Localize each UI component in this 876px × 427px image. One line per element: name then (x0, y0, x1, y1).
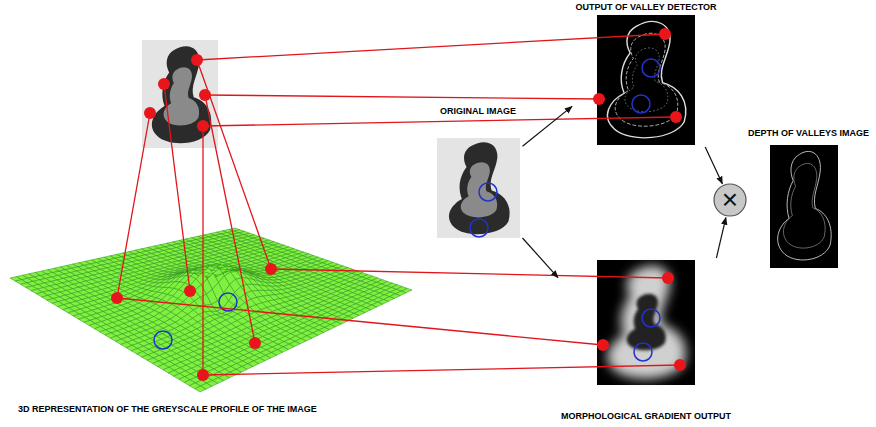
correspondence-line (203, 117, 676, 126)
red-dot (199, 89, 211, 101)
mesh-caption: 3D REPRESENTATION OF THE GREYSCALE PROFI… (18, 404, 317, 415)
red-dot (662, 272, 674, 284)
illustration-part (164, 67, 200, 125)
correspondence-lines (117, 34, 680, 375)
red-dot (674, 359, 686, 371)
gradient-glow (607, 266, 685, 379)
correspondence-line (205, 95, 255, 343)
correspondence-line (202, 126, 203, 375)
valley-contour (607, 22, 685, 138)
red-dot (184, 285, 196, 297)
marker-circle (479, 183, 497, 201)
marker-circle (154, 331, 172, 349)
mesh-cell (266, 283, 277, 287)
red-dot (158, 78, 170, 90)
mesh-cell (154, 280, 165, 284)
mesh-cell (158, 282, 169, 287)
red-dot (191, 54, 203, 66)
illustration-part (627, 294, 666, 350)
marker-circle (642, 59, 660, 77)
red-dot (197, 120, 209, 132)
greyscale-mesh (10, 228, 412, 392)
illustration-part (783, 163, 825, 248)
flow-arrow (523, 238, 559, 278)
multiply-operator: × (713, 183, 747, 217)
flow-arrow (705, 147, 722, 184)
illustration-part (625, 48, 668, 112)
correspondence-line (271, 269, 668, 278)
image-panel: ORIGINAL IMAGE (434, 106, 523, 240)
red-dot (670, 111, 682, 123)
operator-circle (714, 184, 746, 216)
flow-arrow (523, 106, 573, 146)
image-ground (142, 40, 218, 148)
panel-heading: OUTPUT OF VALLEY DETECTOR (575, 2, 716, 13)
flow-arrow (716, 218, 725, 258)
image-panel: DEPTH OF VALLEYS IMAGE (745, 128, 872, 270)
correspondence-line (164, 84, 190, 291)
red-dot (265, 263, 277, 275)
caption: 3D REPRESENTATION OF THE GREYSCALE PROFI… (18, 404, 317, 415)
depth-contour (783, 163, 825, 248)
illustration-part (615, 33, 678, 126)
panel-heading: DEPTH OF VALLEYS IMAGE (748, 128, 869, 139)
cell-blob (152, 46, 211, 143)
cell-blob (449, 142, 510, 234)
red-dot (659, 28, 671, 40)
correspondence-line (205, 95, 599, 99)
illustration-part (615, 33, 678, 126)
illustration-part (625, 48, 668, 112)
operator-symbol: × (722, 186, 738, 214)
marker-circle (634, 343, 652, 361)
red-dot (111, 292, 123, 304)
depth-contour (778, 151, 832, 260)
illustration-part (607, 266, 685, 379)
input-thumbnail (142, 40, 218, 148)
correspondence-line (203, 365, 680, 375)
illustration-part (449, 142, 510, 234)
depth-image (770, 145, 838, 268)
image-ground (770, 145, 838, 268)
cell-texture (461, 162, 497, 217)
image-panel: OUTPUT OF VALLEY DETECTOR (572, 2, 720, 147)
illustration-part (783, 163, 825, 248)
illustration-part (778, 151, 832, 260)
illustration-part (607, 22, 685, 138)
gradient-core (627, 294, 666, 350)
image-panel: MORPHOLOGICAL GRADIENT OUTPUT (558, 258, 734, 422)
correspondence-line (117, 298, 603, 345)
panel-heading: MORPHOLOGICAL GRADIENT OUTPUT (561, 411, 731, 422)
illustration-part (152, 46, 211, 143)
red-dot (144, 107, 156, 119)
correspondence-line (117, 113, 150, 298)
image-ground (437, 138, 520, 238)
original-image (437, 138, 520, 238)
correspondence-line (197, 34, 665, 60)
marker-circle (632, 95, 650, 113)
marker-circle (642, 309, 660, 327)
red-dot (249, 337, 261, 349)
panel-heading: ORIGINAL IMAGE (440, 106, 516, 117)
red-dot (593, 93, 605, 105)
mesh-cell (265, 286, 276, 291)
correspondence-dots (111, 28, 686, 381)
illustration-part (461, 162, 497, 217)
cell-texture (164, 67, 200, 125)
mesh-cell (195, 386, 206, 392)
red-dot (597, 339, 609, 351)
valley-contour (615, 33, 678, 126)
valley-contour (625, 48, 668, 112)
marker-circle (470, 219, 488, 237)
illustration-part (627, 294, 666, 350)
red-dot (197, 369, 209, 381)
